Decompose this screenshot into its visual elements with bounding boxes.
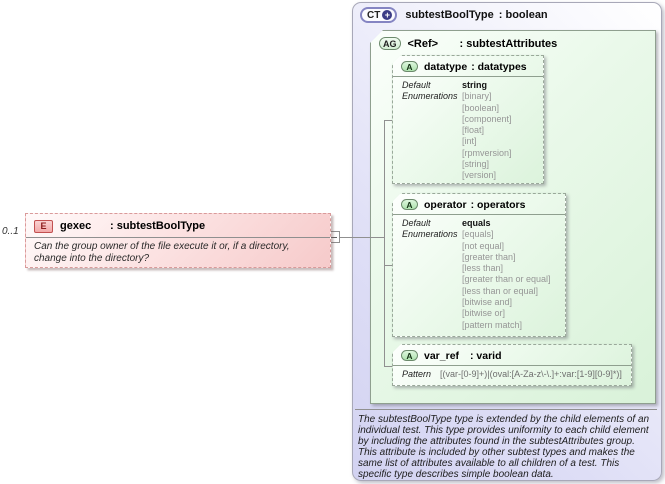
enumeration-value: [equals] <box>462 229 494 240</box>
attribute-var-ref: A var_ref : varid Pattern [(var-[0-9]+)|… <box>392 344 632 386</box>
attribute-name: operator <box>424 198 467 211</box>
enumeration-value: [pattern match] <box>462 319 523 330</box>
attribute-datatype-title: datatype : datatypes <box>424 61 527 73</box>
facet-label-enumerations: Enumerations <box>402 91 458 102</box>
complextype-badge: CT + <box>360 7 398 23</box>
enumeration-list: [equals][not equal][greater than][less t… <box>462 229 551 331</box>
attribute-type: : datatypes <box>471 60 527 73</box>
enumeration-value: [greater than or equal] <box>462 274 551 285</box>
attribute-operator: A operator : operators Default Enumerati… <box>392 193 566 337</box>
enumeration-value: [greater than] <box>462 251 516 262</box>
enumeration-list: [binary][boolean][component][float][int]… <box>462 91 512 181</box>
attribute-datatype-facets: Default Enumerations string [binary][boo… <box>393 77 543 184</box>
attributegroup-title: <Ref> : subtestAttributes <box>408 38 558 50</box>
facet-label-default: Default <box>402 218 431 228</box>
enumeration-value: [int] <box>462 136 477 147</box>
complextype-badge-label: CT <box>367 9 381 21</box>
attribute-datatype: A datatype : datatypes Default Enumerati… <box>392 55 544 184</box>
default-value: string <box>462 80 488 90</box>
attribute-type: : operators <box>470 198 526 211</box>
pattern-value: [(var-[0-9]+)|(oval:[A-Za-z\-\.]+:var:[1… <box>440 369 622 379</box>
attribute-var-ref-title: var_ref : varid <box>424 350 502 362</box>
enumeration-value: [bitwise and] <box>462 297 513 308</box>
attributegroup-header: AG <Ref> : subtestAttributes <box>379 37 557 50</box>
facet-labels: Default Enumerations <box>402 218 462 331</box>
facet-values: string [binary][boolean][component][floa… <box>462 80 512 182</box>
element-type: : subtestBoolType <box>110 220 206 232</box>
attribute-operator-facets: Default Enumerations equals [equals][not… <box>393 215 565 334</box>
attribute-name: datatype <box>424 60 468 73</box>
connector-stub-operator <box>384 265 393 266</box>
element-badge: E <box>34 219 53 233</box>
attribute-name: var_ref <box>424 349 460 362</box>
attribute-badge: A <box>401 350 418 361</box>
cardinality-label: 0..1 <box>2 226 19 237</box>
minus-icon <box>331 236 337 238</box>
expand-plus-icon[interactable]: + <box>382 10 393 20</box>
documentation-text: The subtestBoolType type is extended by … <box>358 414 650 480</box>
enumeration-value: [string] <box>462 159 490 170</box>
enumeration-value: [boolean] <box>462 102 500 113</box>
connector-line-element <box>340 237 385 238</box>
facet-labels: Default Enumerations <box>402 80 462 182</box>
element-title: gexec : subtestBoolType <box>60 220 205 232</box>
element-gexec[interactable]: E gexec : subtestBoolType Can the group … <box>25 213 331 268</box>
complextype-name: subtestBoolType <box>405 9 494 21</box>
facet-values: equals [equals][not equal][greater than]… <box>462 218 551 331</box>
attribute-var-ref-facets: Pattern [(var-[0-9]+)|(oval:[A-Za-z\-\.]… <box>393 366 631 382</box>
attribute-var-ref-header: A var_ref : varid <box>393 345 631 366</box>
attribute-type: : varid <box>470 349 502 362</box>
enumeration-value: [less than or equal] <box>462 285 539 296</box>
enumeration-value: [rpmversion] <box>462 147 512 158</box>
attribute-operator-header: A operator : operators <box>393 194 565 215</box>
facet-label-default: Default <box>402 80 431 90</box>
enumeration-value: [binary] <box>462 91 492 102</box>
connector-trunk-line <box>384 120 385 367</box>
element-divider <box>26 237 330 238</box>
facet-label-enumerations: Enumerations <box>402 229 458 240</box>
enumeration-value: [not equal] <box>462 240 505 251</box>
attribute-operator-box: A operator : operators Default Enumerati… <box>392 193 566 337</box>
attributegroup-ref: <Ref> <box>407 37 439 50</box>
element-annotation: Can the group owner of the file execute … <box>34 241 290 264</box>
enumeration-value: [float] <box>462 125 485 136</box>
facet-label-pattern: Pattern <box>402 369 432 379</box>
enumeration-value: [less than] <box>462 263 504 274</box>
element-header: E gexec : subtestBoolType <box>26 214 330 236</box>
attribute-operator-title: operator : operators <box>424 199 525 211</box>
connector-stub-varref <box>384 366 393 367</box>
enumeration-value: [bitwise or] <box>462 308 506 319</box>
attribute-var-ref-box: A var_ref : varid Pattern [(var-[0-9]+)|… <box>392 344 632 386</box>
complextype-title: subtestBoolType : boolean <box>405 9 547 21</box>
attributegroup-badge: AG <box>379 37 401 50</box>
attribute-badge: A <box>401 61 418 72</box>
element-name: gexec <box>60 220 92 232</box>
connector-stub-datatype <box>384 120 393 121</box>
default-value: equals <box>462 218 491 228</box>
attributegroup-type: : subtestAttributes <box>459 37 558 50</box>
attribute-datatype-box: A datatype : datatypes Default Enumerati… <box>392 55 544 184</box>
attribute-datatype-header: A datatype : datatypes <box>393 56 543 77</box>
enumeration-value: [version] <box>462 170 497 181</box>
complextype-header: CT + subtestBoolType : boolean <box>360 7 548 23</box>
complextype-base-type: : boolean <box>498 9 548 21</box>
attribute-badge: A <box>401 199 418 210</box>
documentation-divider <box>355 409 657 410</box>
enumeration-value: [component] <box>462 113 512 124</box>
